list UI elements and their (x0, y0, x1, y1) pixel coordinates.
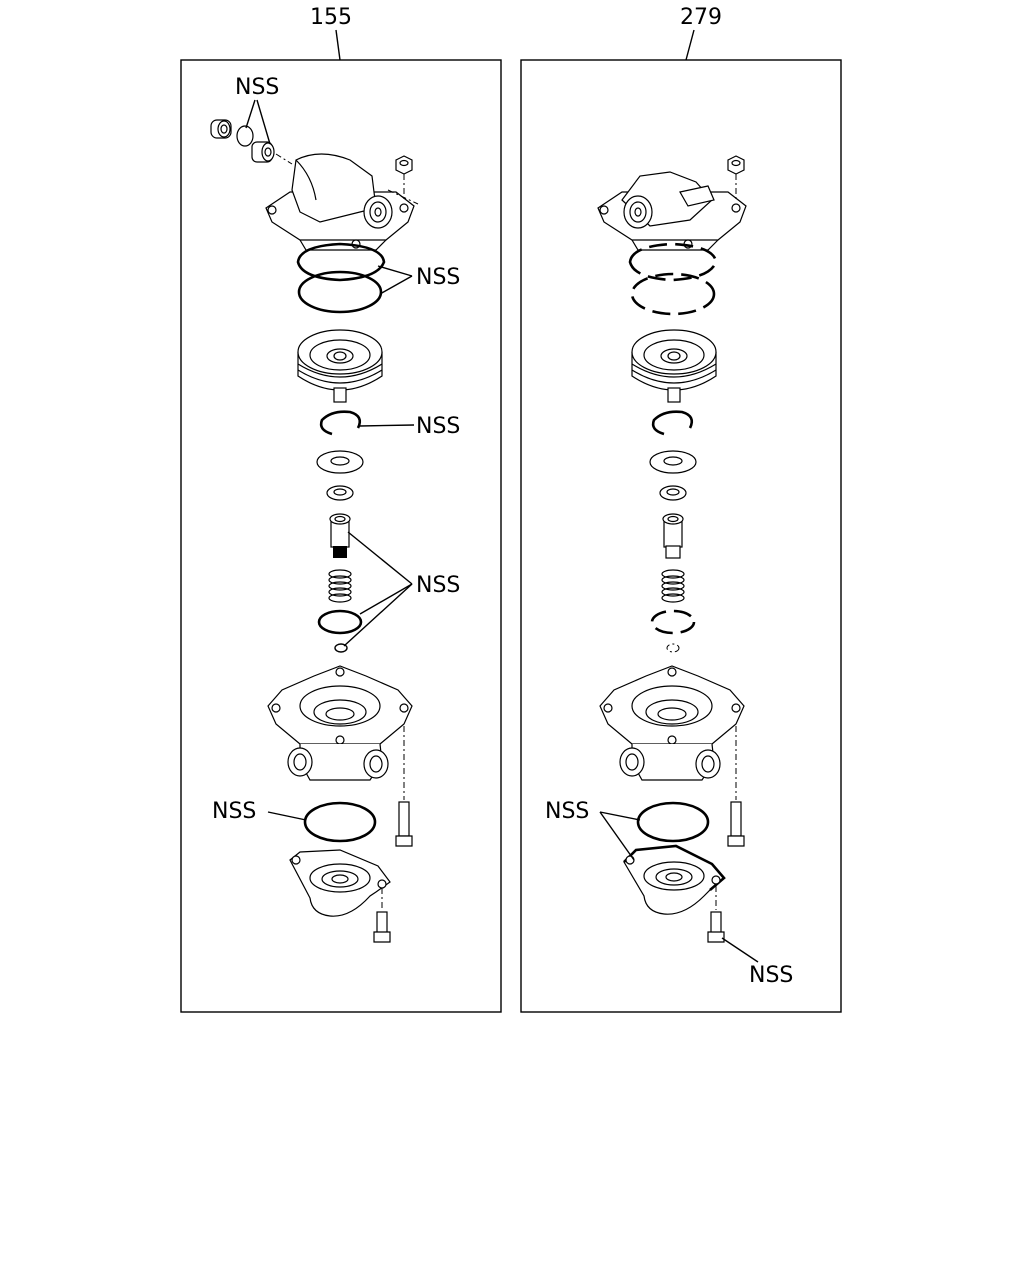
cap-bolt-2 (707, 911, 725, 943)
callout-bottom-o-ring-label: NSS (212, 799, 256, 824)
washer-small (326, 485, 354, 501)
callout-cap-bolt-leader (721, 937, 759, 963)
callout-o-rings-leader-1 (377, 265, 413, 277)
washer-large (316, 450, 364, 474)
cover-nut-2 (727, 155, 745, 200)
top-cover-2 (597, 171, 747, 251)
washer-large-2 (649, 450, 697, 474)
snap-ring-2 (651, 410, 694, 436)
panel-155-frame (180, 59, 502, 1013)
piston (297, 329, 383, 403)
callout-valve-seals-leader-3 (343, 583, 413, 647)
valve-body-2 (599, 665, 745, 800)
callout-snap-ring-label: NSS (416, 414, 460, 439)
top-cover (265, 153, 419, 251)
o-ring-tiny-2 (666, 643, 680, 653)
o-ring-medium-2 (650, 609, 696, 635)
o-ring-large-1 (296, 242, 386, 282)
valve-stem (329, 513, 351, 558)
o-ring-medium (317, 609, 363, 635)
callout-o-rings-label: NSS (416, 265, 460, 290)
callout-valve-seals-leader-2 (359, 583, 413, 615)
fitting-o-ring (236, 125, 254, 147)
panel-279-ref-label: 279 (680, 5, 722, 30)
o-ring-large-1-2 (628, 242, 718, 282)
callout-cap-bolt-label: NSS (749, 963, 793, 988)
callout-o-rings-leader-2 (379, 275, 413, 295)
o-ring-large-2-2 (630, 272, 716, 316)
bottom-cap (289, 849, 391, 917)
valve-stem-2 (662, 513, 684, 559)
spring (328, 569, 352, 603)
callout-valve-seals-leader-1 (347, 531, 413, 585)
callout-snap-ring-leader (359, 424, 415, 427)
callout-valve-seals-label: NSS (416, 573, 460, 598)
callout-fitting-leader-2 (256, 99, 271, 145)
o-ring-bottom (303, 801, 377, 843)
callout-fitting-leader-1 (245, 99, 256, 129)
panel-279-ref-leader (685, 29, 695, 61)
fitting-cap (210, 119, 232, 139)
fitting-axis (275, 153, 293, 165)
callout-bottom-seals-leader-1 (599, 811, 641, 821)
snap-ring (319, 410, 362, 436)
washer-small-2 (659, 485, 687, 501)
bottom-cap-2 (623, 844, 726, 915)
o-ring-tiny (334, 643, 348, 653)
callout-bottom-o-ring-leader (267, 811, 307, 821)
panel-155-ref-leader (335, 29, 341, 61)
piston-2 (631, 329, 717, 403)
panel-279: 279 (520, 5, 842, 1013)
panel-279-frame (520, 59, 842, 1013)
o-ring-large-2 (297, 270, 383, 314)
body-bolt-2 (727, 801, 745, 847)
o-ring-bottom-2 (636, 801, 710, 843)
fitting-sleeve (251, 141, 275, 163)
panel-155-ref-label: 155 (310, 5, 352, 30)
cap-bolt (373, 911, 391, 943)
cover-nut (395, 155, 413, 200)
panel-155: 155 NSS (180, 5, 502, 1013)
callout-bottom-seals-label: NSS (545, 799, 589, 824)
spring-2 (661, 569, 685, 603)
body-bolt (395, 801, 413, 847)
callout-fitting-label: NSS (235, 75, 279, 100)
valve-body (267, 665, 413, 800)
callout-bottom-seals-leader-2 (599, 811, 635, 861)
